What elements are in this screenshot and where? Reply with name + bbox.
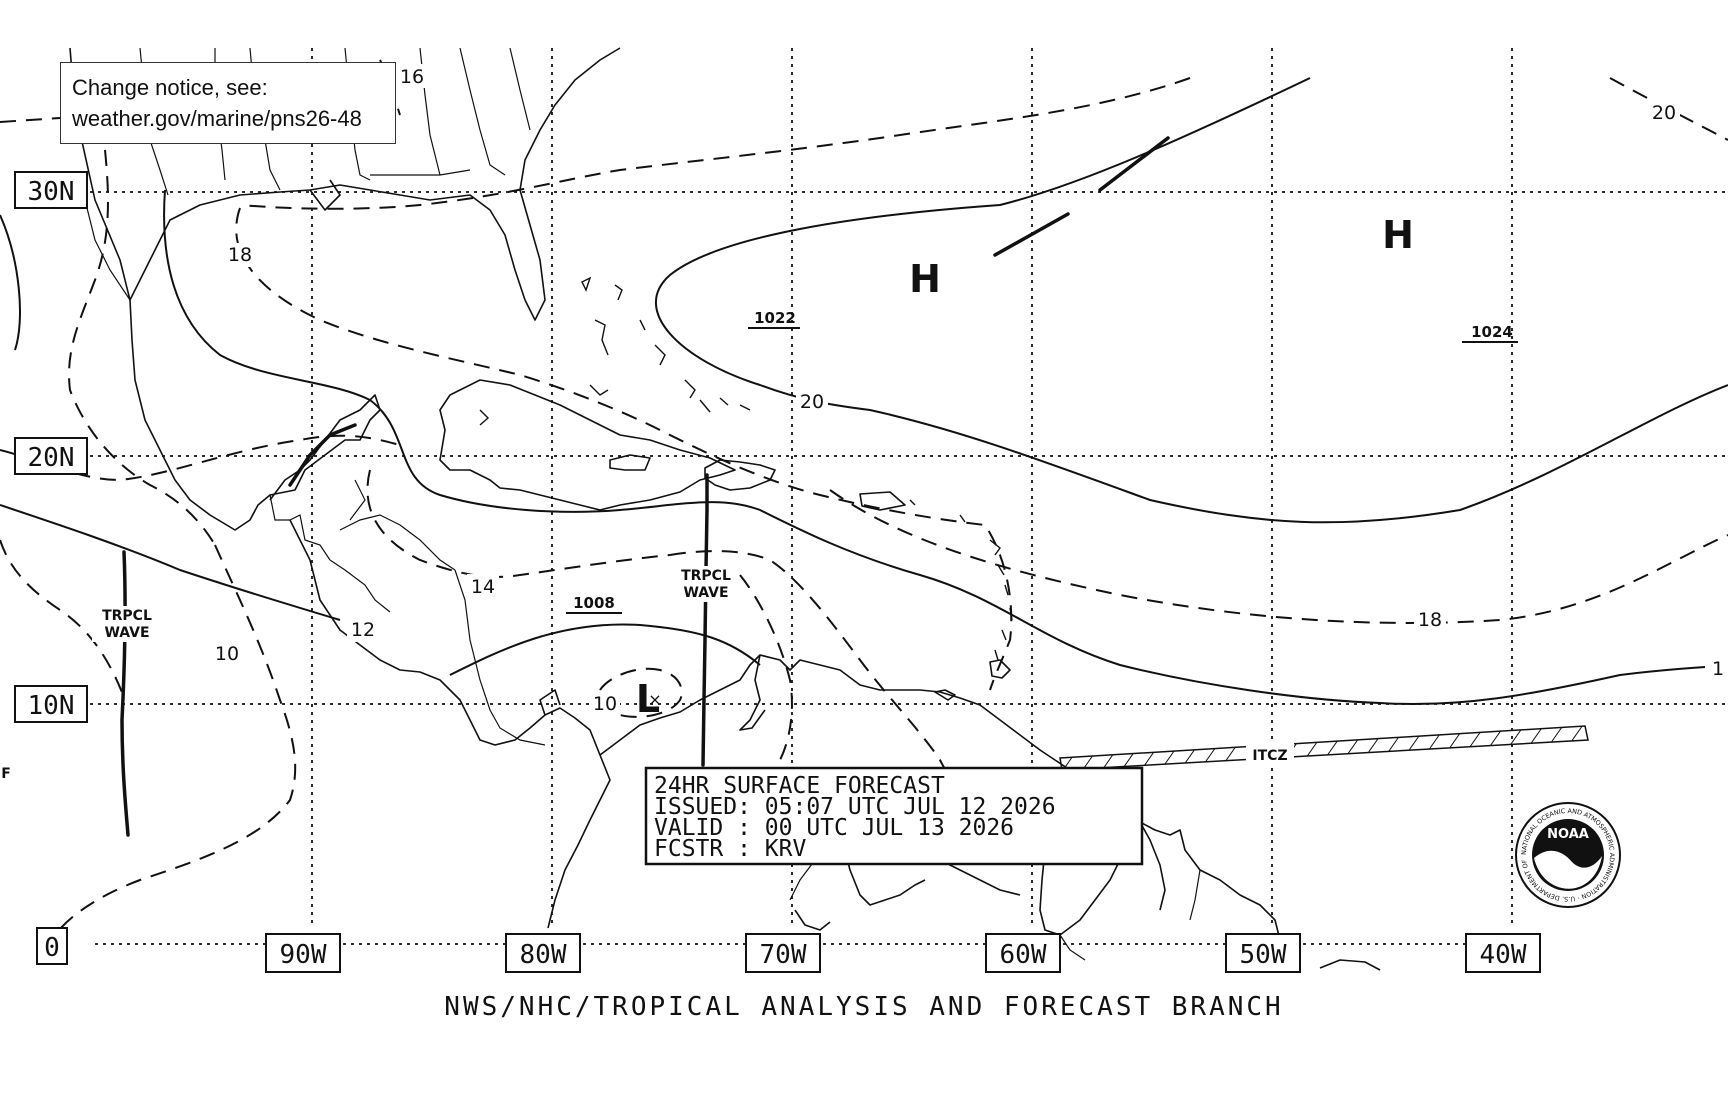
feature-labels: TRPCL WAVE TRPCL WAVE ITCZ F — [1, 566, 1288, 782]
edge-label: F — [1, 766, 11, 782]
isobars-solid — [0, 77, 1728, 706]
isobar-label: 20 — [1652, 102, 1676, 124]
isobar-label: 18 — [1418, 609, 1442, 631]
tropical-wave-2-label-line1: TRPCL — [681, 568, 731, 584]
latitude-label-30n: 30N — [28, 177, 75, 207]
trough-axis-atlantic-1 — [993, 212, 1070, 257]
change-notice-link[interactable]: weather.gov/marine/pns26-48 — [72, 106, 362, 131]
tropical-waves — [120, 136, 1170, 837]
latitude-label-equator: 0 — [44, 933, 60, 963]
longitude-label-50w: 50W — [1240, 940, 1287, 970]
forecast-forecaster: FCSTR : KRV — [654, 836, 806, 862]
isobar-label: 1 — [1712, 658, 1724, 680]
pressure-values: 1022 1024 1008 — [566, 309, 1518, 614]
trough-axis-gulf — [288, 423, 357, 487]
pressure-value-high-1: 1022 — [754, 309, 796, 327]
isobar-label: 10 — [593, 693, 617, 715]
itcz-band — [1059, 725, 1589, 771]
islands — [479, 276, 1013, 661]
longitude-label-80w: 80W — [520, 940, 567, 970]
low-center: L — [636, 677, 660, 721]
low-center-x: × — [648, 690, 661, 709]
longitude-label-60w: 60W — [1000, 940, 1047, 970]
coastlines — [69, 47, 1381, 971]
latitude-label-10n: 10N — [28, 691, 75, 721]
longitude-label-70w: 70W — [760, 940, 807, 970]
pressure-centers: H H L × — [636, 213, 1414, 721]
isobar-label: 18 — [228, 244, 252, 266]
forecast-valid: VALID : 00 UTC JUL 13 2026 — [654, 815, 1014, 841]
longitude-label-90w: 90W — [280, 940, 327, 970]
pressure-value-high-2: 1024 — [1471, 323, 1513, 341]
itcz-label: ITCZ — [1252, 748, 1287, 764]
tropical-wave-2-label-line2: WAVE — [683, 585, 728, 601]
change-notice: Change notice, see: weather.gov/marine/p… — [60, 62, 396, 144]
tropical-wave-1-label-line2: WAVE — [104, 625, 149, 641]
footer-credit: NWS/NHC/TROPICAL ANALYSIS AND FORECAST B… — [444, 992, 1284, 1022]
isobar-labels: 16 18 20 20 18 14 12 10 10 1 — [211, 64, 1728, 716]
latitude-labels: 30N 20N 10N 0 — [14, 171, 88, 965]
forecast-issued: ISSUED: 05:07 UTC JUL 12 2026 — [654, 794, 1056, 820]
trough-axis-atlantic-2 — [1098, 136, 1170, 192]
isobar-label: 10 — [215, 643, 239, 665]
latitude-label-20n: 20N — [28, 443, 75, 473]
change-notice-line1: Change notice, see: — [72, 75, 268, 100]
tropical-wave-2 — [701, 473, 709, 767]
isobar-label: 14 — [471, 576, 495, 598]
high-center-2: H — [1382, 213, 1414, 257]
isobar-label: 12 — [351, 619, 375, 641]
high-center-1: H — [909, 257, 941, 301]
forecast-title: 24HR SURFACE FORECAST — [654, 773, 945, 799]
isobar-label: 16 — [400, 66, 424, 88]
isobar-label: 20 — [800, 391, 824, 413]
longitude-label-40w: 40W — [1480, 940, 1527, 970]
pressure-value-low: 1008 — [573, 594, 615, 612]
tropical-wave-1-label-line1: TRPCL — [102, 608, 152, 624]
forecast-info-box: 24HR SURFACE FORECAST ISSUED: 05:07 UTC … — [644, 766, 1144, 866]
longitude-labels: 90W 80W 70W 60W 50W 40W — [265, 933, 1541, 973]
noaa-logo-text: NOAA — [1547, 827, 1589, 842]
tropical-wave-1 — [120, 550, 130, 837]
